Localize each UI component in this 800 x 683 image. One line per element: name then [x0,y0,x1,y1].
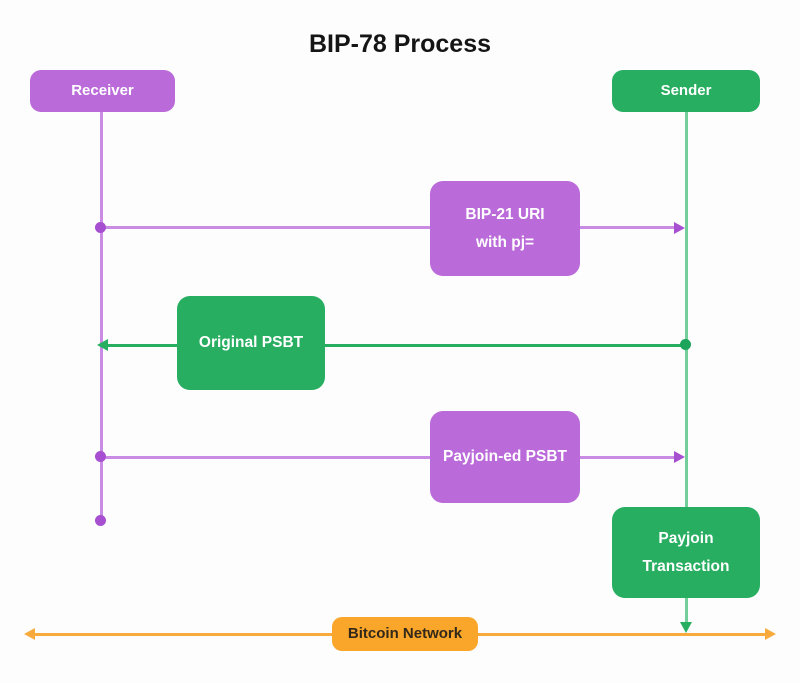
arrowhead-left-icon [24,628,35,640]
bitcoin-network-label: Bitcoin Network [347,624,463,642]
message-original-psbt-label-text: Original PSBT [198,334,304,352]
message-bip21-origin-dot [95,222,106,233]
message-bip21-label-line2: with pj= [475,233,535,251]
message-bip21-line [101,226,681,229]
message-bip21-label-line1: BIP-21 URI [465,206,545,224]
arrowhead-left-icon [97,339,108,351]
page-title: BIP-78 Process [308,30,492,58]
arrowhead-down-icon [680,622,692,633]
arrowhead-right-icon [674,451,685,463]
payjoin-transaction-node: Payjoin Transaction [612,507,760,598]
receiver-lifeline-end-dot [95,515,106,526]
message-payjoined-psbt-origin-dot [95,451,106,462]
sender-actor-label: Sender [660,81,712,99]
message-bip21-label: BIP-21 URI with pj= [430,181,580,276]
arrowhead-right-icon [765,628,776,640]
receiver-actor-label: Receiver [71,81,134,99]
payjoin-transaction-line2: Transaction [642,557,730,575]
receiver-lifeline [100,111,103,521]
message-original-psbt-label: Original PSBT [177,296,325,390]
message-payjoined-psbt-label-text: Payjoin-ed PSBT [442,448,568,466]
sender-actor: Sender [612,70,760,112]
message-original-psbt-line [102,344,686,347]
sender-lifeline [685,111,688,623]
message-original-psbt-origin-dot [680,339,691,350]
message-payjoined-psbt-label: Payjoin-ed PSBT [430,411,580,503]
message-payjoined-psbt-line [101,456,681,459]
bitcoin-network-node: Bitcoin Network [332,617,478,651]
payjoin-transaction-line1: Payjoin [658,530,714,548]
arrowhead-right-icon [674,222,685,234]
receiver-actor: Receiver [30,70,175,112]
